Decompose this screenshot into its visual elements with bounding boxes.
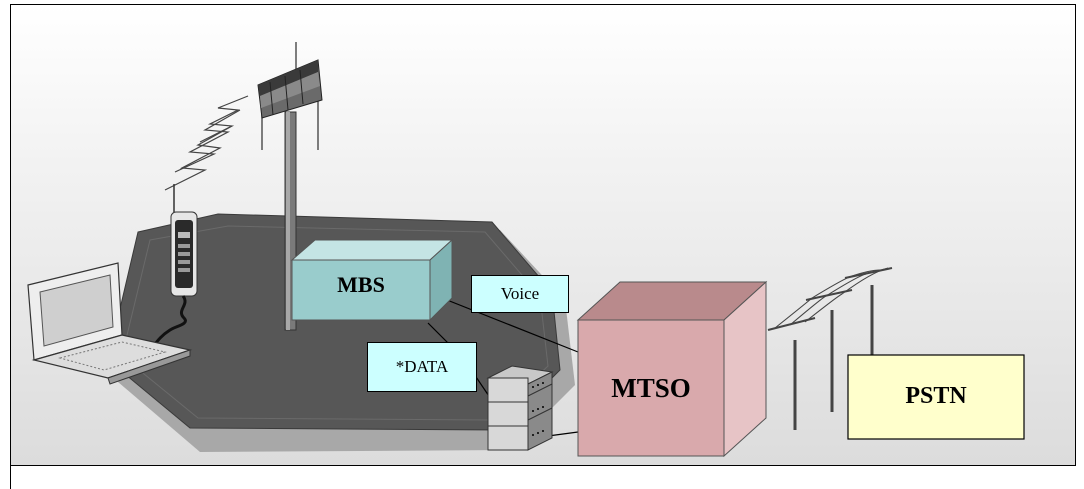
laptop-icon bbox=[27, 262, 193, 385]
radio-wave-icon bbox=[164, 95, 249, 191]
mtso-box bbox=[576, 280, 768, 458]
data-callout: *DATA bbox=[367, 342, 477, 392]
pstn-label: PSTN bbox=[905, 383, 967, 409]
pstn-box bbox=[847, 354, 1025, 440]
utility-poles-icon bbox=[767, 267, 893, 430]
mtso-label: MTSO bbox=[611, 373, 691, 403]
mbs-label: MBS bbox=[337, 272, 385, 297]
mbs-box bbox=[290, 238, 454, 322]
antenna-tower-icon bbox=[257, 42, 323, 331]
voice-callout: Voice bbox=[471, 275, 569, 313]
cordless-phone-icon bbox=[150, 184, 198, 349]
frame-tick bbox=[10, 465, 11, 489]
modem-stack-icon bbox=[486, 365, 554, 451]
